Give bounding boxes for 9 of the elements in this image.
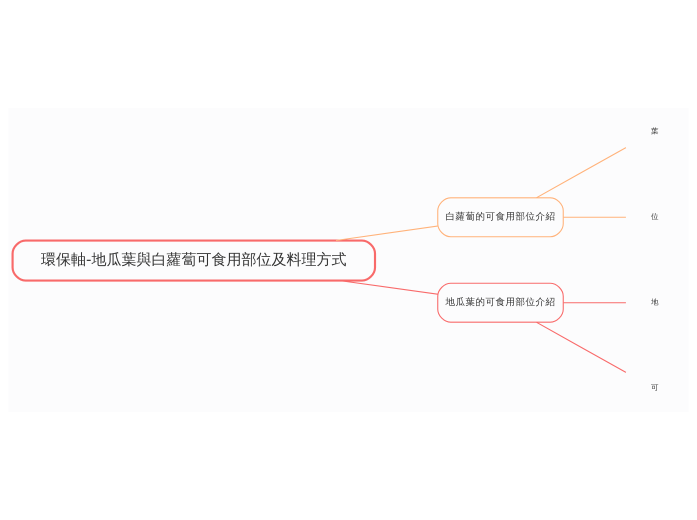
- node-box: 環保軸-地瓜葉與白蘿蔔可食用部位及料理方式: [12, 239, 376, 282]
- node-box: 白蘿蔔的可食用部位介紹: [437, 197, 564, 238]
- connector: [536, 147, 626, 198]
- connector: [564, 302, 626, 304]
- connector: [336, 226, 438, 242]
- connector: [536, 322, 626, 373]
- connector: [340, 280, 438, 295]
- node-box: 地瓜葉的可食用部位介紹: [437, 282, 564, 323]
- connector: [564, 216, 626, 218]
